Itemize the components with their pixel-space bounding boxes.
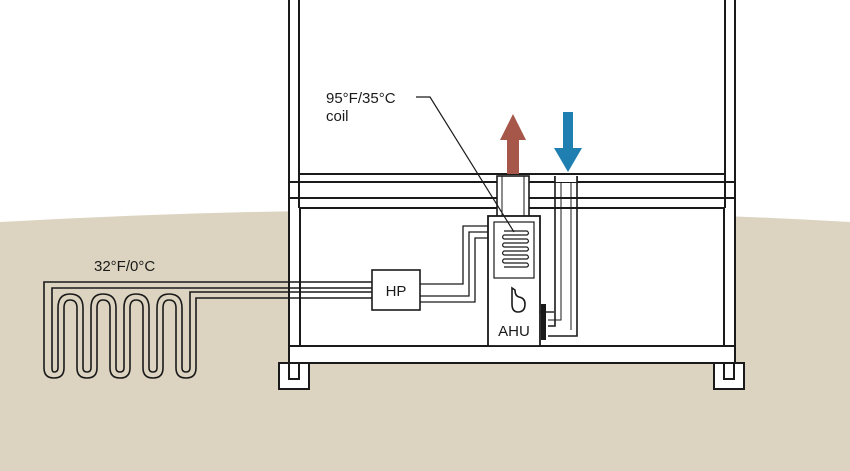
ground-loop-outer xyxy=(43,281,372,379)
arrow-up-icon xyxy=(500,114,526,174)
blower-fan-icon xyxy=(511,286,526,313)
ground-loop-inner xyxy=(51,287,372,373)
supply-duct xyxy=(496,175,530,219)
loop-temperature-label: 32°F/0°C xyxy=(94,258,155,275)
heat-pump-label: HP xyxy=(386,283,407,300)
coil-leader-line xyxy=(416,96,515,233)
return-duct-top xyxy=(555,176,577,182)
footing-left-inner xyxy=(288,362,300,380)
heat-pump-box xyxy=(371,269,421,311)
air-handler-label: AHU xyxy=(498,323,530,340)
ground-loop xyxy=(43,281,372,379)
footing-right-inner xyxy=(723,362,735,380)
coil-temperature-label: 95°F/35°C xyxy=(326,90,396,107)
coil-icon xyxy=(501,230,530,268)
return-duct xyxy=(548,176,578,337)
coil-label: coil xyxy=(326,108,349,125)
return-filter xyxy=(541,304,546,340)
basement-slab xyxy=(288,345,736,364)
arrow-down-icon xyxy=(554,112,582,172)
